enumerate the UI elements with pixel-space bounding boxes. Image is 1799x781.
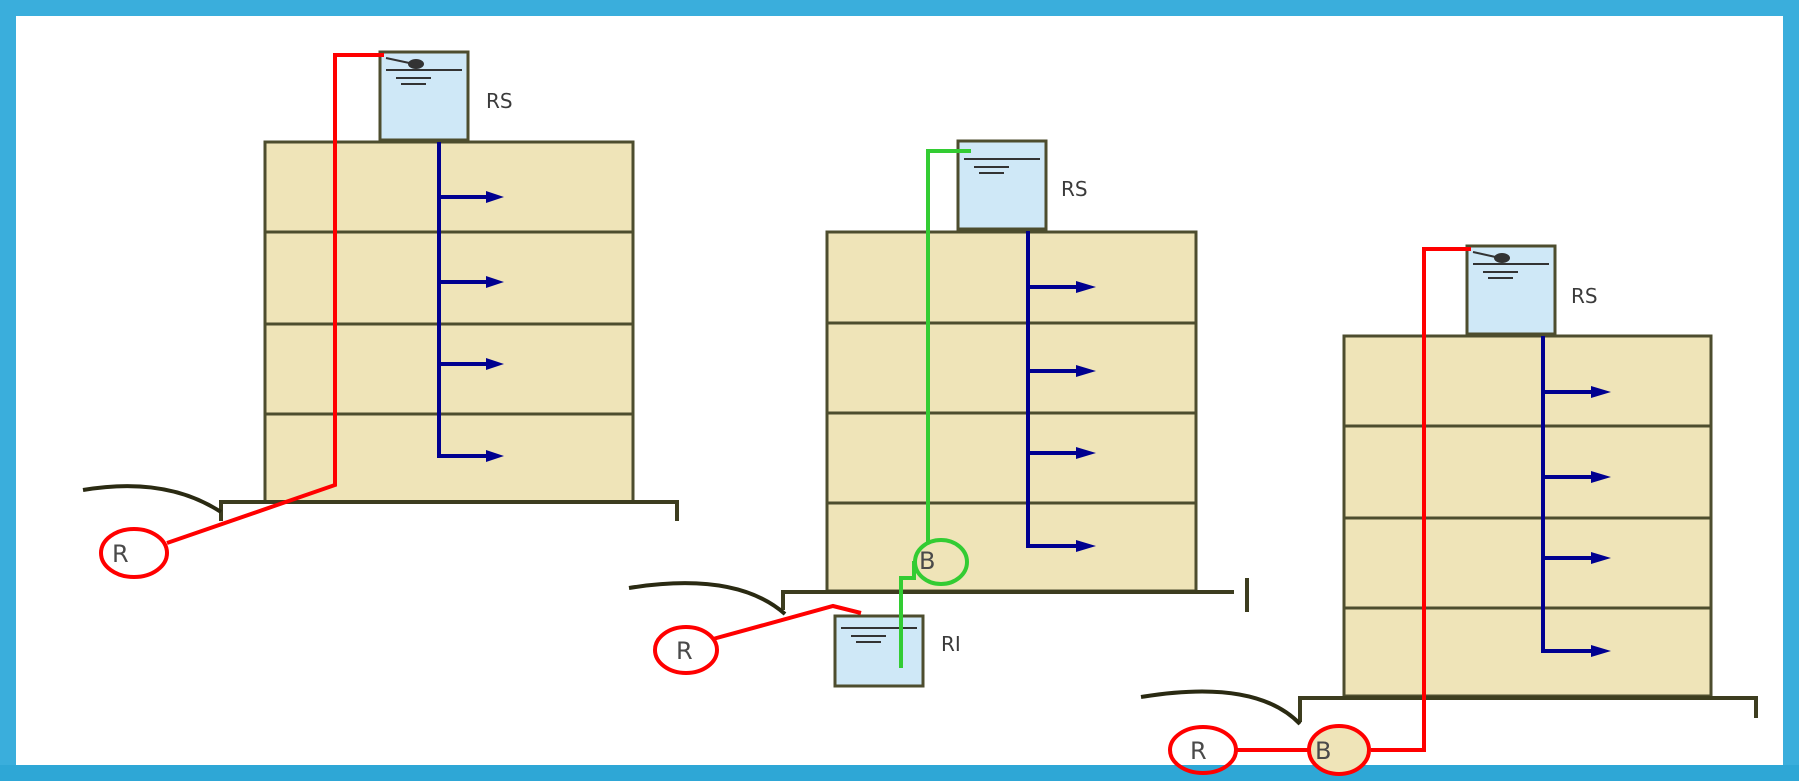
top-tank-1 xyxy=(378,50,470,142)
distribution-3 xyxy=(1541,336,1611,657)
pump-2 xyxy=(913,538,969,586)
ground-base-1 xyxy=(219,500,679,521)
terrain-3 xyxy=(1140,689,1302,726)
floor-1-3 xyxy=(263,322,635,416)
floor-2-2 xyxy=(825,321,1198,415)
top-tank-3 xyxy=(1465,244,1557,336)
system-1: RS R xyxy=(82,50,679,579)
network-label-3: R xyxy=(1190,737,1207,765)
terrain-2 xyxy=(628,581,787,616)
network-node-1 xyxy=(99,527,169,579)
building-3 xyxy=(1342,334,1713,698)
network-label-1: R xyxy=(112,540,129,568)
system-2: RS RI R B xyxy=(628,139,1249,688)
distribution-2 xyxy=(1026,231,1096,552)
floor-3-3 xyxy=(1342,516,1713,610)
tank-top-label-3: RS xyxy=(1571,284,1598,308)
network-pipe-2 xyxy=(712,603,862,641)
bottom-tank-2 xyxy=(833,614,925,688)
supply-pipe-3 xyxy=(1371,247,1471,752)
floor-2-1 xyxy=(825,230,1198,325)
tank-bottom-label-2: RI xyxy=(941,632,961,656)
network-label-2: R xyxy=(676,637,693,665)
terrain-1 xyxy=(82,484,223,514)
network-node-2 xyxy=(653,625,719,675)
floor-2-3 xyxy=(825,411,1198,505)
building-2 xyxy=(825,230,1198,593)
suction-pipe-2 xyxy=(899,561,916,668)
floor-1-2 xyxy=(263,230,635,326)
pump-label-3: B xyxy=(1315,737,1331,765)
floor-3-4 xyxy=(1342,606,1713,698)
top-tank-2 xyxy=(956,139,1048,231)
riser-pipe-2 xyxy=(926,149,971,543)
ground-base-2 xyxy=(781,590,1234,610)
supply-pipe-1 xyxy=(166,53,384,545)
tank-top-label-2: RS xyxy=(1061,177,1088,201)
floor-1-1 xyxy=(263,140,635,234)
floor-3-2 xyxy=(1342,424,1713,520)
pump-label-2: B xyxy=(919,547,935,575)
system-3: RS R B xyxy=(1140,244,1758,776)
floor-2-4 xyxy=(825,501,1198,593)
tank-top-label-1: RS xyxy=(486,89,513,113)
floor-3-1 xyxy=(1342,334,1713,428)
distribution-1 xyxy=(437,142,504,462)
ground-base-3 xyxy=(1298,696,1758,722)
water-supply-diagram: RS R xyxy=(82,50,1758,776)
